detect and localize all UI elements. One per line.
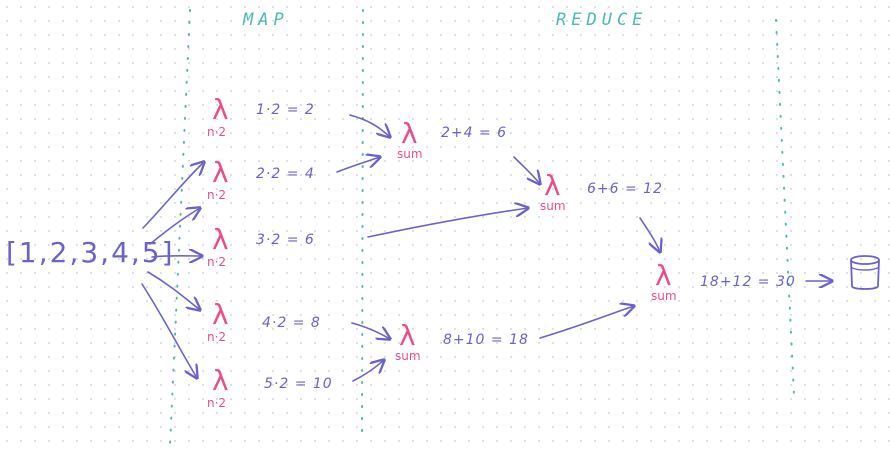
map-node-2-function: n·2: [207, 188, 227, 202]
lambda-icon: λ: [401, 117, 418, 150]
map-node-3-calc: 3·2 = 6: [256, 232, 315, 248]
arrow-input-to-map-2: [142, 162, 204, 229]
lambda-icon: λ: [544, 169, 561, 202]
arrow-input-to-map-5: [147, 271, 200, 310]
divider-map-left: [169, 9, 191, 446]
lambda-icon: λ: [212, 364, 229, 397]
reduce-node-2-calc: 8+10 = 18: [443, 332, 529, 348]
arrow-map2-to-sum1: [336, 157, 380, 173]
reduce-node-1-calc: 2+4 = 6: [441, 125, 508, 141]
arrow-map4-to-sum2: [351, 322, 390, 339]
divider-map-reduce: [361, 9, 364, 441]
map-section-header: MAP: [243, 10, 289, 30]
reduce-node-3-function: sum: [540, 199, 566, 213]
map-node-5-function: n·2: [207, 396, 227, 410]
lambda-icon: λ: [212, 93, 229, 126]
reduce-node-4-function: sum: [651, 289, 677, 303]
lambda-icon: λ: [399, 319, 416, 352]
reduce-node-4-calc: 18+12 = 30: [700, 274, 796, 290]
arrow-map5-to-sum2: [352, 360, 384, 382]
input-list: [1,2,3,4,5]: [6, 236, 175, 269]
map-node-1-function: n·2: [207, 125, 227, 139]
lambda-icon: λ: [655, 259, 672, 292]
arrow-sum1-to-sum3: [513, 156, 540, 184]
arrow-sum2-to-sum4: [539, 306, 634, 339]
reduce-node-2-function: sum: [395, 349, 421, 363]
map-node-4-function: n·2: [207, 330, 227, 344]
map-node-4-calc: 4·2 = 8: [262, 315, 321, 331]
reduce-node-3-calc: 6+6 = 12: [587, 181, 663, 197]
map-node-5-calc: 5·2 = 10: [264, 376, 333, 392]
divider-reduce-right: [775, 19, 795, 396]
arrow-input-to-map-3: [149, 208, 200, 245]
lambda-icon: λ: [212, 298, 229, 331]
arrow-input-to-map-4: [151, 256, 202, 257]
map-node-1-calc: 1·2 = 2: [256, 102, 315, 118]
arrow-sum3-to-sum4: [639, 217, 660, 252]
map-node-3-function: n·2: [207, 255, 227, 269]
map-node-2-calc: 2·2 = 4: [256, 166, 315, 182]
database-icon: [850, 255, 880, 290]
arrow-map1-to-sum1: [349, 114, 390, 137]
arrow-map3-to-sum3: [367, 208, 528, 238]
lambda-icon: λ: [212, 223, 229, 256]
arrow-input-to-map-6: [141, 283, 197, 378]
reduce-section-header: REDUCE: [556, 10, 648, 30]
lambda-icon: λ: [212, 156, 229, 189]
reduce-node-1-function: sum: [397, 147, 423, 161]
